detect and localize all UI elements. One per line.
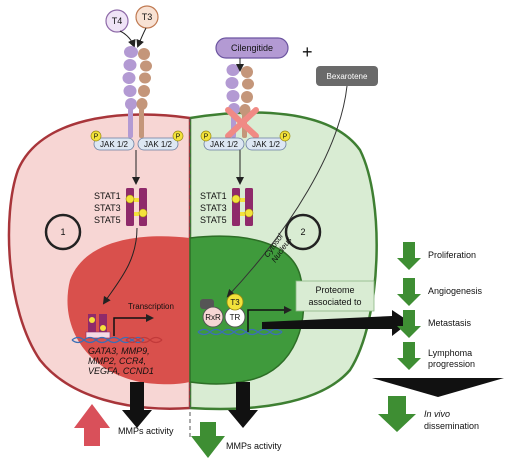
rxr-receptor: RxR bbox=[200, 299, 224, 328]
svg-text:Proteome: Proteome bbox=[315, 285, 354, 295]
left-mmp-down-arrow bbox=[122, 382, 152, 428]
svg-text:In vivo: In vivo bbox=[424, 409, 450, 419]
svg-text:associated to: associated to bbox=[308, 297, 361, 307]
svg-text:MMP2, CCR4,: MMP2, CCR4, bbox=[88, 356, 146, 366]
bexarotene-label: Bexarotene bbox=[316, 66, 378, 86]
svg-text:RxR: RxR bbox=[205, 313, 221, 322]
svg-text:Metastasis: Metastasis bbox=[428, 318, 472, 328]
svg-text:P: P bbox=[283, 134, 288, 141]
outcome-proliferation: Proliferation bbox=[397, 242, 476, 270]
svg-text:STAT1: STAT1 bbox=[200, 191, 227, 201]
tr-receptor: TR T3 bbox=[224, 293, 246, 328]
svg-text:JAK 1/2: JAK 1/2 bbox=[252, 140, 281, 149]
svg-text:Cilengitide: Cilengitide bbox=[231, 43, 273, 53]
svg-text:P: P bbox=[176, 134, 181, 141]
proteome-output-arrow bbox=[262, 310, 410, 336]
mmp-increase-arrow bbox=[74, 404, 110, 446]
left-stat-dimer bbox=[125, 188, 148, 226]
right-transcription-arrow bbox=[247, 306, 292, 332]
svg-text:GATA3, MMP9,: GATA3, MMP9, bbox=[88, 346, 150, 356]
right-dna-complex bbox=[197, 328, 283, 336]
transcription-label: Transcription bbox=[128, 302, 174, 311]
svg-text:STAT3: STAT3 bbox=[94, 203, 121, 213]
t4-ligand: T4 bbox=[105, 9, 129, 33]
outcome-lymphoma-progression: Lymphoma progression bbox=[397, 342, 475, 370]
inhibition-cross-icon bbox=[225, 107, 259, 139]
outcome-angiogenesis: Angiogenesis bbox=[397, 278, 483, 306]
right-jak-complex: JAK 1/2 JAK 1/2 P P bbox=[200, 130, 291, 151]
right-mmps-label: MMPs activity bbox=[226, 441, 282, 451]
svg-text:JAK 1/2: JAK 1/2 bbox=[100, 140, 129, 149]
left-dna-complex bbox=[71, 314, 163, 344]
svg-text:P: P bbox=[204, 134, 209, 141]
dissemination-chevron bbox=[372, 378, 504, 397]
cell-number-1: 1 bbox=[44, 213, 82, 251]
right-stat-labels: STAT1 STAT3 STAT5 bbox=[200, 191, 227, 225]
svg-text:2: 2 bbox=[300, 227, 305, 237]
svg-text:Angiogenesis: Angiogenesis bbox=[428, 286, 483, 296]
left-jak-complex: JAK 1/2 JAK 1/2 P P bbox=[90, 130, 184, 151]
svg-text:Bexarotene: Bexarotene bbox=[327, 72, 368, 81]
cilengitide-label: Cilengitide bbox=[215, 37, 289, 59]
outcome-metastasis: Metastasis bbox=[397, 310, 472, 338]
svg-text:TR: TR bbox=[230, 313, 241, 322]
left-stat-labels: STAT1 STAT3 STAT5 bbox=[94, 191, 121, 225]
svg-text:JAK 1/2: JAK 1/2 bbox=[144, 140, 173, 149]
cell-number-2: 2 bbox=[284, 213, 322, 251]
proteome-box: Proteome associated to bbox=[295, 280, 375, 312]
svg-text:Proliferation: Proliferation bbox=[428, 250, 476, 260]
t3-binding-arrow bbox=[136, 27, 147, 48]
svg-text:STAT3: STAT3 bbox=[200, 203, 227, 213]
left-mmps-label: MMPs activity bbox=[118, 426, 174, 436]
right-stat-dimer bbox=[231, 188, 254, 226]
svg-text:STAT5: STAT5 bbox=[200, 215, 227, 225]
target-gene-list: GATA3, MMP9, MMP2, CCR4, VEGFA, CCND1 bbox=[88, 346, 154, 376]
bexarotene-arrow bbox=[226, 85, 348, 298]
svg-text:progression: progression bbox=[428, 359, 475, 369]
svg-text:dissemination: dissemination bbox=[424, 421, 479, 431]
svg-text:T4: T4 bbox=[112, 16, 123, 26]
svg-text:T3: T3 bbox=[230, 298, 240, 307]
outcome-dissemination: In vivo dissemination bbox=[378, 396, 479, 432]
plus-sign: + bbox=[302, 42, 313, 62]
mmp-decrease-arrow bbox=[191, 422, 225, 458]
svg-text:P: P bbox=[94, 134, 99, 141]
svg-text:STAT1: STAT1 bbox=[94, 191, 121, 201]
svg-text:VEGFA, CCND1: VEGFA, CCND1 bbox=[88, 366, 154, 376]
transcription-arrow bbox=[113, 314, 154, 336]
svg-text:1: 1 bbox=[60, 227, 65, 237]
svg-text:JAK 1/2: JAK 1/2 bbox=[210, 140, 239, 149]
left-integrin-receptor bbox=[122, 46, 152, 138]
left-stat-nucleus-arrow bbox=[102, 227, 138, 305]
right-mmp-down-arrow bbox=[228, 382, 258, 428]
left-nucleus bbox=[67, 236, 190, 385]
t4-binding-arrow bbox=[119, 30, 136, 48]
svg-text:T3: T3 bbox=[142, 12, 153, 22]
svg-text:STAT5: STAT5 bbox=[94, 215, 121, 225]
t3-ligand: T3 bbox=[135, 5, 159, 29]
svg-text:Lymphoma: Lymphoma bbox=[428, 348, 472, 358]
